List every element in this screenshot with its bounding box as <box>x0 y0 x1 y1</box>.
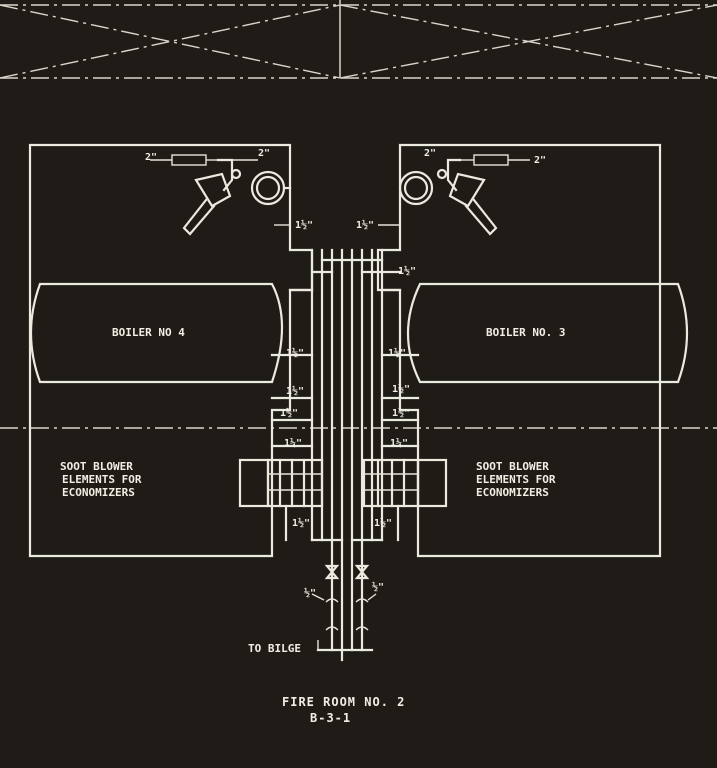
leader-left-drain <box>311 593 325 601</box>
size-1-1-2-left-d: 1½" <box>292 517 310 529</box>
right-upper-valve-assembly <box>398 154 530 236</box>
soot-right-line-3: ECONOMIZERS <box>476 486 549 499</box>
left-upper-valve-assembly <box>150 154 292 236</box>
size-1-1-2-right-upper: 1½" <box>398 265 416 277</box>
soot-left-line-3: ECONOMIZERS <box>62 486 135 499</box>
boiler-3-drum <box>406 282 689 384</box>
size-2in-right-b: 2" <box>534 155 546 166</box>
left-soot-blower-elements <box>238 458 324 542</box>
right-soot-blower-elements <box>362 458 448 542</box>
size-2in-left-a: 2" <box>145 152 157 163</box>
soot-right-line-1: SOOT BLOWER <box>476 460 549 473</box>
size-half-left: ½" <box>304 587 316 599</box>
size-1-1-2-left-a: 1½" <box>286 347 304 359</box>
leader-right-drain <box>367 593 377 601</box>
to-bilge-label: TO BILGE <box>248 642 301 655</box>
size-1-1-2-left-c: 1½" <box>280 407 298 419</box>
caption-title: FIRE ROOM NO. 2 <box>282 695 405 709</box>
size-2in-right-a: 2" <box>424 148 436 159</box>
boiler-4-drum <box>29 282 284 384</box>
soot-right-line-2: ELEMENTS FOR <box>476 473 556 486</box>
top-border-panels <box>0 0 717 79</box>
size-1-1-2-left-top: 1½" <box>295 219 313 231</box>
size-1-1-2-left-b: 1½" <box>286 385 304 397</box>
size-1-1-2-right-b: 1½" <box>392 383 410 395</box>
size-1-1-2-right-top: 1½" <box>356 219 374 231</box>
soot-left-line-1: SOOT BLOWER <box>60 460 133 473</box>
size-1-1-2-right-a: 1½" <box>388 347 406 359</box>
soot-left-line-2: ELEMENTS FOR <box>62 473 142 486</box>
size-1-1-4-right: 1¼" <box>390 437 408 449</box>
size-2in-left-b: 2" <box>258 148 270 159</box>
size-1-1-2-right-c: 1½" <box>392 407 410 419</box>
boiler-4-label: BOILER NO 4 <box>112 326 185 339</box>
size-1-1-2-right-d: 1½" <box>374 517 392 529</box>
central-piping <box>270 248 420 662</box>
size-half-right: ½" <box>372 581 384 593</box>
boiler-3-label: BOILER NO. 3 <box>486 326 565 339</box>
size-1-1-4-left: 1¼" <box>284 437 302 449</box>
caption-code: B-3-1 <box>310 711 351 725</box>
